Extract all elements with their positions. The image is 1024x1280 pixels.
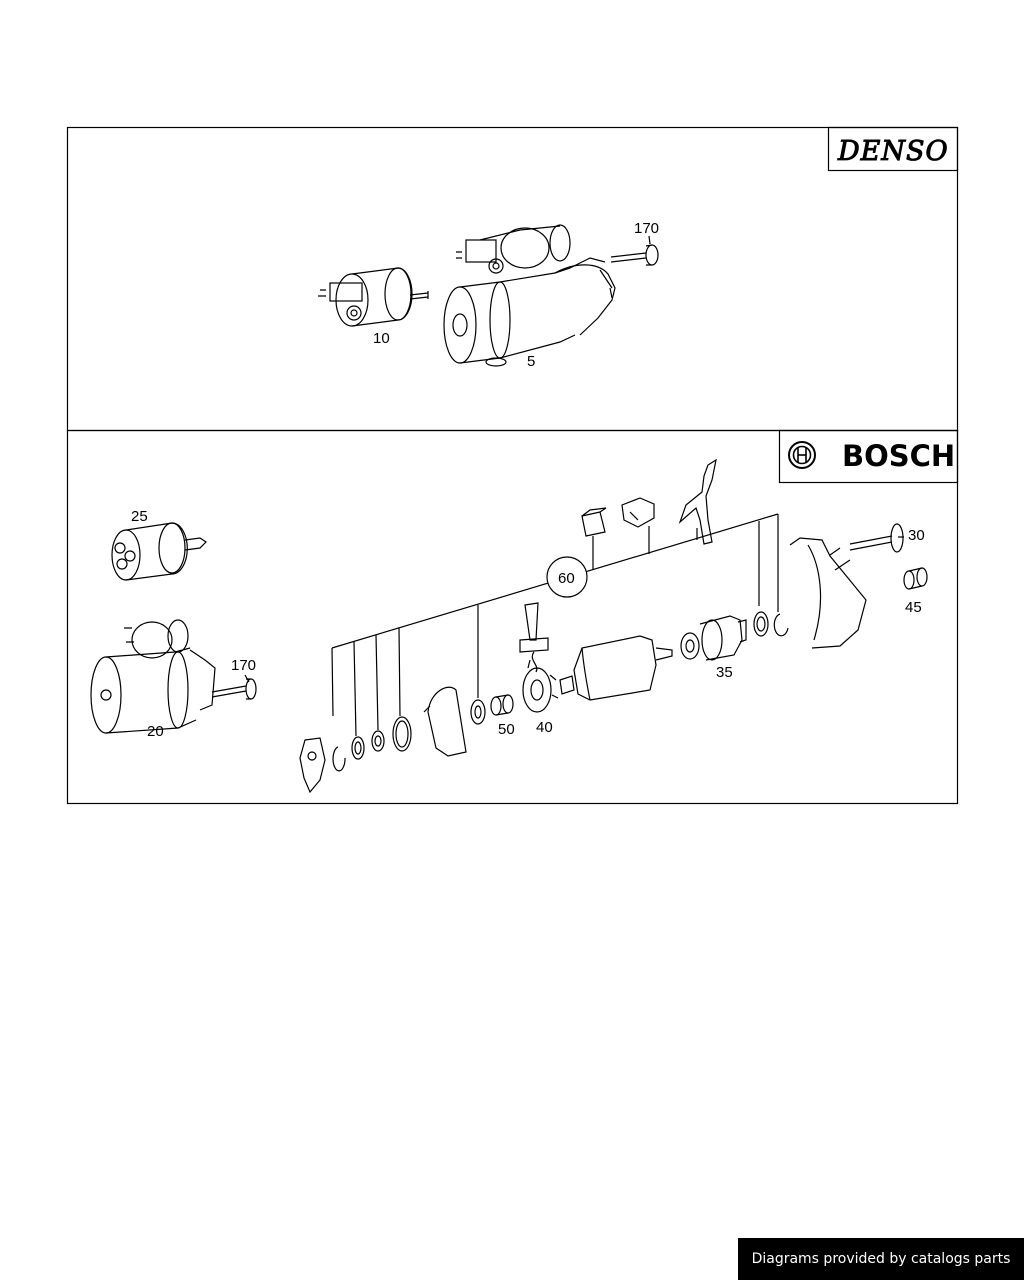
brush xyxy=(581,507,607,537)
bosch-solenoid xyxy=(111,522,207,581)
end-cover xyxy=(423,686,467,757)
denso-logo xyxy=(827,126,959,172)
denso-bolt xyxy=(610,244,659,266)
callout-bearing: 50 xyxy=(498,721,515,738)
callout-bushing: 45 xyxy=(905,599,922,616)
callout-denso-bolt: 170 xyxy=(634,220,659,237)
bosch-bolt xyxy=(211,678,257,700)
footer-text: Diagrams provided by catalogs parts xyxy=(751,1251,1011,1267)
gasket xyxy=(299,737,326,794)
bosch-brand: BOSCH xyxy=(842,439,955,473)
footer-credit: Diagrams provided by catalogs parts xyxy=(738,1238,1024,1280)
callout-drive-pinion: 35 xyxy=(716,664,733,681)
washer-a xyxy=(351,736,365,760)
bosch-logo xyxy=(778,429,959,484)
callout-bosch-starter: 20 xyxy=(147,723,164,740)
brush-holder xyxy=(519,602,559,713)
denso-starter xyxy=(443,224,616,367)
denso-brand: DENSO xyxy=(837,136,949,167)
callout-repair-kit: 60 xyxy=(558,570,575,587)
callout-denso-starter: 5 xyxy=(527,353,535,370)
denso-panel xyxy=(66,126,959,432)
denso-solenoid xyxy=(318,267,429,327)
bosch-panel xyxy=(66,429,959,805)
callout-denso-solenoid: 10 xyxy=(373,330,390,347)
leader-denso-bolt xyxy=(648,235,651,245)
bearing-ring xyxy=(470,699,486,725)
repair-kit-callout-circle xyxy=(546,556,588,598)
lock-ring xyxy=(332,746,346,772)
leader-bosch-bolt xyxy=(244,674,250,683)
cover-cap xyxy=(621,497,655,528)
callout-bosch-bolt: 170 xyxy=(231,657,256,674)
shift-fork xyxy=(678,458,717,545)
washer-b xyxy=(371,730,385,752)
armature xyxy=(559,635,673,701)
callout-through-bolt: 30 xyxy=(908,527,925,544)
repair-kit-leaders xyxy=(331,513,779,737)
callout-bosch-solenoid: 25 xyxy=(131,508,148,525)
sealing-ring xyxy=(392,716,412,752)
callout-brush-holder: 40 xyxy=(536,719,553,736)
drive-end-housing xyxy=(789,537,867,649)
snap-ring xyxy=(773,613,789,637)
drive-pinion xyxy=(680,615,747,661)
stop-ring xyxy=(753,611,769,637)
bushing xyxy=(903,567,928,590)
bearing xyxy=(490,694,514,716)
through-bolt xyxy=(849,523,904,553)
bosch-armature-icon xyxy=(788,441,816,469)
bosch-starter xyxy=(90,619,216,734)
